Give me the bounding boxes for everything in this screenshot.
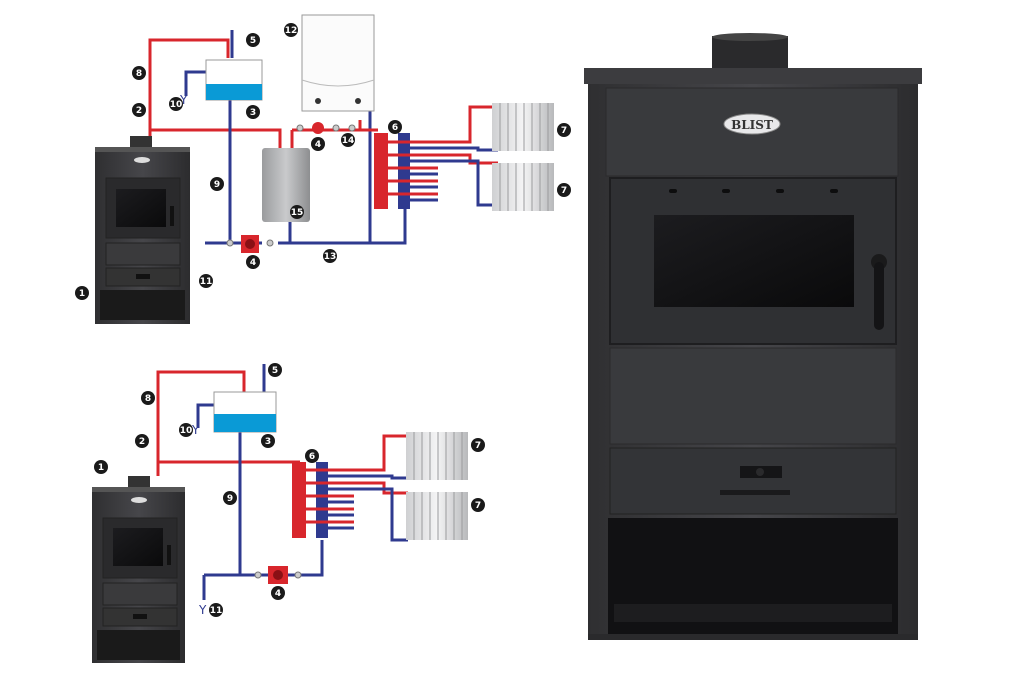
svg-text:14: 14 (342, 136, 355, 146)
marker: 4 (246, 255, 260, 269)
marker: 6 (305, 449, 319, 463)
pump-icon (254, 566, 302, 584)
marker: 1 (94, 460, 108, 474)
svg-text:11: 11 (210, 606, 223, 616)
manifold-icon (292, 434, 408, 542)
svg-text:4: 4 (275, 589, 281, 599)
svg-text:3: 3 (250, 108, 256, 118)
radiator-icon (492, 163, 554, 211)
marker: 9 (223, 491, 237, 505)
marker: 10 (179, 423, 193, 437)
marker: 10 (169, 97, 183, 111)
marker: 8 (141, 391, 155, 405)
marker: 11 (209, 603, 223, 617)
marker: 6 (388, 120, 402, 134)
expansion-tank-icon (205, 59, 263, 101)
pump-icon (226, 235, 274, 253)
marker: 1 (75, 286, 89, 300)
svg-text:4: 4 (250, 258, 256, 268)
boiler-icon (301, 14, 375, 112)
radiator-icon (406, 492, 468, 540)
svg-text:9: 9 (227, 494, 233, 504)
marker: 7 (557, 183, 571, 197)
svg-text:13: 13 (324, 252, 337, 262)
marker: 8 (132, 66, 146, 80)
svg-text:BLIST: BLIST (731, 118, 773, 132)
svg-text:1: 1 (79, 289, 85, 299)
marker: 13 (323, 249, 337, 263)
svg-text:1: 1 (98, 463, 104, 473)
svg-text:7: 7 (561, 186, 567, 196)
svg-text:Y: Y (198, 603, 207, 617)
svg-text:7: 7 (561, 126, 567, 136)
top-diagram: Y 1 2 3 4 4 5 6 7 7 8 9 10 11 12 13 14 1… (75, 14, 571, 324)
marker: 3 (261, 434, 275, 448)
svg-text:6: 6 (392, 123, 398, 133)
svg-text:5: 5 (272, 366, 278, 376)
brand-logo: BLIST (723, 113, 781, 135)
marker: 7 (471, 498, 485, 512)
water-heater-icon (262, 148, 310, 222)
bottom-diagram: Y Y 1 2 3 4 5 6 7 7 8 9 10 11 (92, 363, 485, 663)
svg-text:11: 11 (200, 277, 213, 287)
svg-text:10: 10 (180, 426, 193, 436)
marker: 3 (246, 105, 260, 119)
svg-text:10: 10 (170, 100, 183, 110)
marker: 4 (311, 137, 325, 151)
svg-text:7: 7 (475, 441, 481, 451)
marker: 5 (246, 33, 260, 47)
pump-icon (296, 122, 356, 134)
svg-text:Y: Y (191, 423, 200, 437)
svg-text:2: 2 (136, 106, 142, 116)
svg-text:15: 15 (291, 208, 304, 218)
marker: 9 (210, 177, 224, 191)
svg-text:Y: Y (179, 93, 188, 107)
svg-text:5: 5 (250, 36, 256, 46)
large-stove-image: BLIST (584, 33, 922, 640)
marker: 11 (199, 274, 213, 288)
svg-text:2: 2 (139, 437, 145, 447)
marker: 15 (290, 205, 304, 219)
svg-text:9: 9 (214, 180, 220, 190)
stove-icon (92, 476, 185, 663)
expansion-tank-icon (213, 391, 277, 433)
svg-text:8: 8 (136, 69, 142, 79)
marker: 12 (284, 23, 298, 37)
svg-text:6: 6 (309, 452, 315, 462)
marker: 14 (341, 133, 355, 147)
svg-text:3: 3 (265, 437, 271, 447)
svg-text:12: 12 (285, 26, 298, 36)
marker: 7 (557, 123, 571, 137)
svg-text:8: 8 (145, 394, 151, 404)
marker: 7 (471, 438, 485, 452)
marker: 5 (268, 363, 282, 377)
manifold-icon (374, 105, 498, 209)
stove-icon (95, 136, 190, 324)
svg-text:7: 7 (475, 501, 481, 511)
marker: 2 (135, 434, 149, 448)
radiator-icon (406, 432, 468, 480)
marker: 2 (132, 103, 146, 117)
svg-text:4: 4 (315, 140, 321, 150)
door-handle (871, 254, 887, 330)
radiator-icon (492, 103, 554, 151)
marker: 4 (271, 586, 285, 600)
